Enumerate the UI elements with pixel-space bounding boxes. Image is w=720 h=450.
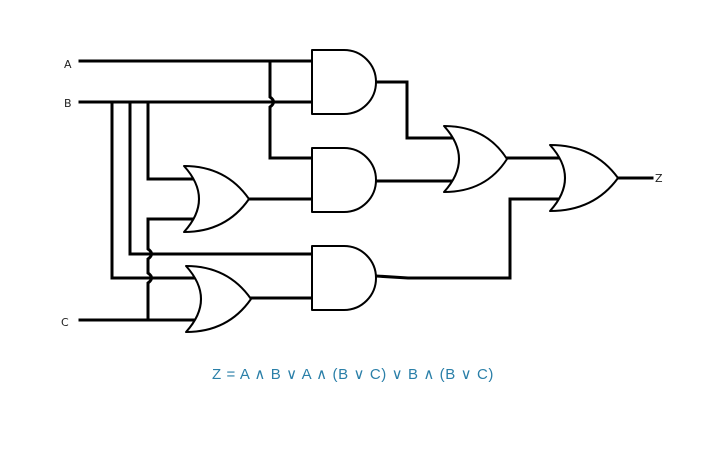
boolean-expression: Z = A ∧ B ∨ A ∧ (B ∨ C) ∨ B ∧ (B ∨ C) [212, 366, 495, 383]
wire-internal [246, 80, 654, 300]
or-gate-4 [549, 144, 619, 212]
or-gate-3 [443, 125, 508, 193]
wire-input-c [78, 217, 200, 322]
output-z-label: Z [655, 172, 663, 185]
input-b-label: B [64, 97, 72, 110]
wire-input-a [78, 59, 314, 160]
or-gate-1 [183, 165, 250, 233]
input-a-label: A [64, 58, 72, 71]
input-c-label: C [61, 316, 69, 329]
and-gate-2 [311, 147, 377, 213]
or-gate-2 [185, 265, 252, 333]
and-gate-3 [311, 245, 377, 311]
wire-input-b [78, 100, 314, 280]
and-gate-1 [311, 49, 377, 115]
